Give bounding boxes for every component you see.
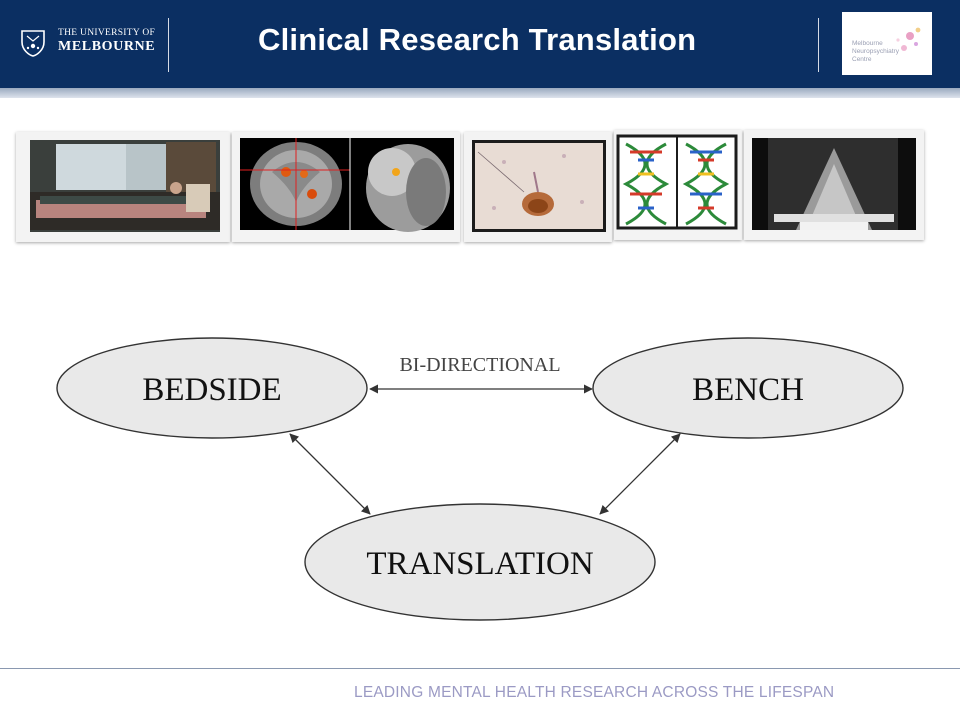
mri-scanner-photo [744, 130, 924, 240]
translation-label: TRANSLATION [366, 546, 593, 582]
patient-in-bed-photo [16, 132, 230, 242]
bedside-translation-arrow [289, 433, 371, 515]
dna-double-helix [614, 130, 742, 240]
header-gradient-band [0, 88, 960, 98]
partner-logo-text: Melbourne Neuropsychiatry Centre [852, 40, 899, 63]
bedside-label: BEDSIDE [142, 372, 281, 408]
bedside-node [56, 337, 368, 439]
header-bar: THE UNIVERSITY OF MELBOURNE Clinical Res… [0, 0, 960, 88]
footer-tagline: LEADING MENTAL HEALTH RESEARCH ACROSS TH… [354, 684, 835, 701]
header-divider-left [168, 18, 169, 72]
translation-node [304, 503, 656, 621]
bench-node [592, 337, 904, 439]
translation-diagram: BEDSIDE BENCH TRANSLATION BI-DIRECTIONAL [56, 337, 904, 621]
university-logo: THE UNIVERSITY OF MELBOURNE [18, 24, 158, 64]
university-crest-icon [21, 30, 45, 57]
partner-logo: Melbourne Neuropsychiatry Centre [842, 12, 932, 75]
university-name-line1: THE UNIVERSITY OF [58, 28, 156, 38]
bench-translation-arrow [599, 433, 681, 515]
slide-title: Clinical Research Translation [258, 22, 697, 57]
bench-label: BENCH [692, 372, 804, 408]
partner-logo-dots-icon [896, 27, 921, 51]
brain-mri-scan [232, 132, 460, 242]
neuron-microscopy [464, 132, 612, 242]
bidirectional-label: BI-DIRECTIONAL [399, 354, 560, 376]
footer-divider [0, 668, 960, 669]
header-divider-right [818, 18, 819, 72]
university-name-line2: MELBOURNE [58, 39, 156, 54]
